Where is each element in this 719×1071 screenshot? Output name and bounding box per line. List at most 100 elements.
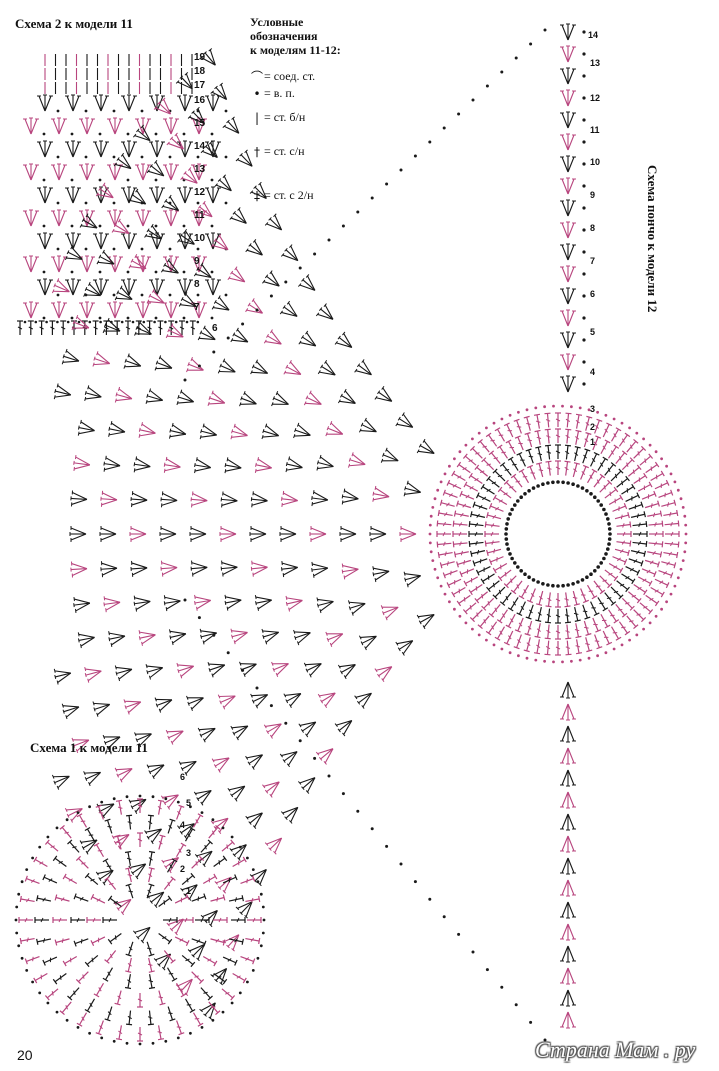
circle-stitch-mark xyxy=(212,856,227,869)
ring-stitch-mark xyxy=(628,556,643,566)
edge-chain-dot xyxy=(313,757,316,760)
ring-chain-dot xyxy=(532,486,536,490)
chain-dot xyxy=(35,321,38,324)
ring-stitch-mark xyxy=(475,589,490,603)
ring-stitch-mark xyxy=(564,413,571,427)
circle-chain-dot xyxy=(88,1032,91,1035)
ring-chain-dot xyxy=(621,644,624,647)
circle-stitch-mark xyxy=(85,997,97,1012)
edge-chain-dot xyxy=(457,113,460,116)
wedge-fan-mark xyxy=(70,526,86,542)
wedge-fan-mark xyxy=(133,921,156,944)
chain-dot xyxy=(141,294,144,297)
chain-dot xyxy=(582,52,585,55)
edge-chain-dot xyxy=(284,722,287,725)
chain-dot xyxy=(99,321,102,324)
ring-stitch-mark xyxy=(564,640,571,654)
ring-stitch-mark xyxy=(588,600,599,615)
circle-stitch-mark xyxy=(231,917,245,923)
circle-stitch-mark xyxy=(25,876,40,886)
wedge-fan-mark xyxy=(161,788,183,810)
circle-stitch-mark xyxy=(55,936,70,945)
poncho-row-number: 5 xyxy=(590,327,595,337)
wedge-fan-mark xyxy=(145,388,165,408)
wedge-fan-mark xyxy=(293,625,313,645)
spine-fan-mark xyxy=(560,266,576,282)
edge-chain-dot xyxy=(486,968,489,971)
edge-chain-dot xyxy=(371,827,374,830)
ring-stitch-mark xyxy=(460,491,475,502)
scheme1-row-number: 4 xyxy=(180,820,185,830)
circle-chain-dot xyxy=(164,797,167,800)
wedge-fan-mark xyxy=(230,424,250,444)
circle-stitch-mark xyxy=(156,1025,164,1040)
ring-stitch-mark xyxy=(613,602,627,617)
ring-stitch-mark xyxy=(470,608,484,622)
ring-stitch-mark xyxy=(632,473,647,486)
circle-chain-dot xyxy=(139,1043,142,1046)
chain-dot xyxy=(71,271,74,274)
edge-chain-dot xyxy=(227,337,230,340)
chain-dot xyxy=(197,202,200,205)
circle-stitch-mark xyxy=(125,974,133,989)
circle-stitch-mark xyxy=(165,819,175,834)
edge-chain-dot xyxy=(385,845,388,848)
ring-stitch-mark xyxy=(517,600,528,615)
fan-stitch-mark xyxy=(79,210,95,226)
wedge-fan-mark xyxy=(61,699,81,719)
chain-dot xyxy=(143,321,146,324)
page-number: 20 xyxy=(17,1047,33,1063)
ring-chain-dot xyxy=(541,582,545,586)
spine-fan-mark xyxy=(560,178,576,194)
ring-stitch-mark xyxy=(485,531,499,537)
ring-stitch-mark xyxy=(489,451,503,466)
wedge-fan-mark xyxy=(338,658,360,680)
wedge-fan-mark xyxy=(280,526,296,542)
ring-stitch-mark xyxy=(638,601,653,615)
circle-chain-dot xyxy=(15,932,18,935)
wedge-fan-mark xyxy=(163,457,181,475)
ring-stitch-mark xyxy=(572,606,581,621)
fan-stitch-mark xyxy=(149,141,165,157)
circle-stitch-mark xyxy=(220,987,235,1001)
wedge-fan-mark xyxy=(416,439,438,461)
circle-stitch-mark xyxy=(53,971,68,984)
wedge-fan-mark xyxy=(250,687,271,708)
wedge-fan-mark xyxy=(64,245,85,266)
circle-stitch-mark xyxy=(91,934,106,945)
ring-chain-dot xyxy=(551,481,555,485)
poncho-row-number: 4 xyxy=(590,367,595,377)
wedge-fan-mark xyxy=(250,359,271,380)
circle-chain-dot xyxy=(177,1037,180,1040)
circle-chain-dot xyxy=(262,906,265,909)
circle-chain-dot xyxy=(21,957,24,960)
circle-stitch-mark xyxy=(156,990,165,1005)
ring-chain-dot xyxy=(543,405,546,408)
ring-chain-dot xyxy=(674,585,677,588)
ring-stitch-mark xyxy=(595,596,608,611)
fan-stitch-mark xyxy=(65,95,81,111)
circle-stitch-mark xyxy=(220,840,235,854)
ring-chain-dot xyxy=(431,506,434,509)
circle-chain-dot xyxy=(201,1026,204,1029)
circle-stitch-mark xyxy=(125,868,134,883)
ring-stitch-mark xyxy=(489,554,504,565)
edge-chain-dot xyxy=(443,127,446,130)
ring-chain-dot xyxy=(677,576,680,579)
fan-stitch-mark xyxy=(121,187,137,203)
circle-stitch-mark xyxy=(157,931,172,944)
wedge-fan-mark xyxy=(161,491,178,508)
circle-chain-dot xyxy=(21,880,24,883)
ring-stitch-mark xyxy=(628,502,643,512)
fan-stitch-mark xyxy=(205,233,221,249)
ring-stitch-mark xyxy=(649,471,664,483)
ring-stitch-mark xyxy=(564,624,571,639)
ring-chain-dot xyxy=(581,486,585,490)
wedge-fan-mark xyxy=(239,657,260,678)
ring-stitch-mark xyxy=(648,521,663,528)
ring-chain-dot xyxy=(505,522,509,526)
ring-chain-dot xyxy=(628,639,631,642)
circle-stitch-mark xyxy=(174,1019,184,1034)
fan-stitch-mark xyxy=(79,164,95,180)
edge-chain-dot xyxy=(212,351,215,354)
